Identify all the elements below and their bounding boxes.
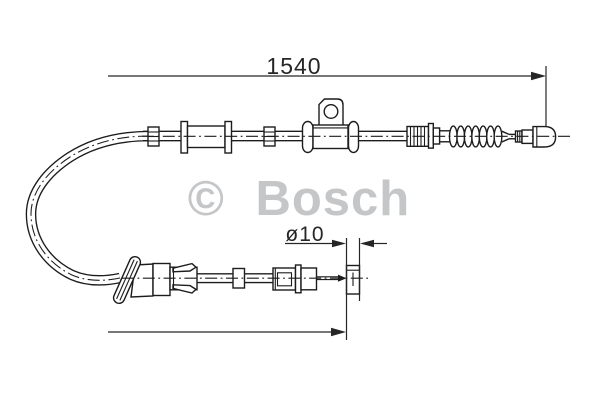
flange-plate [224,120,233,154]
diameter-dimension: ø10 [285,223,387,340]
flange-plate [180,120,189,154]
sleeve-assembly [180,120,233,154]
retainer-clip [169,262,198,294]
sleeve-flange [294,264,302,294]
upper-cable-assembly [142,98,571,154]
arrowhead-left-icon [360,239,374,248]
length-dimension-label: 1540 [266,53,321,79]
sleeve-end-block [300,267,318,291]
cable-tip [338,274,347,282]
cable-curve [25,130,151,286]
mounting-bracket [301,98,360,154]
bracket-bushing-right [347,120,360,154]
arrowhead-right-icon [332,239,346,248]
arrowhead-right-icon [331,327,346,337]
bracket-hole [323,103,339,119]
mounting-disc [112,255,142,305]
small-end-fitting [345,264,361,295]
threaded-sleeve [272,264,318,294]
length-dimension: 1540 [108,53,547,127]
bosch-watermark: © Bosch [188,172,410,226]
grommet-body [152,262,171,297]
bracket-bushing-left [301,120,314,154]
arrowhead-right-icon [531,71,546,81]
lower-cable-assembly [112,255,368,305]
cable-centerline [30,135,151,281]
bottom-dimension [108,327,346,337]
diameter-dimension-label: ø10 [285,223,324,246]
